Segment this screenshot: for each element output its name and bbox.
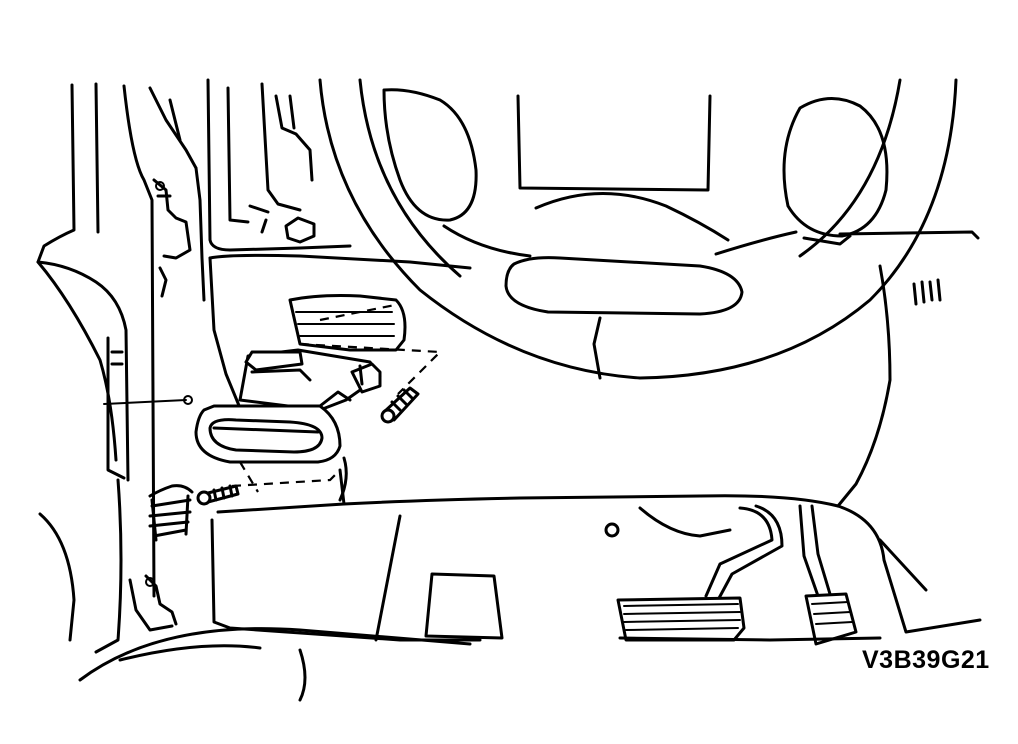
brake-pedal [616, 504, 784, 642]
seat-cushion [78, 627, 472, 702]
upper-hinge [152, 178, 192, 298]
screw-upper [380, 386, 420, 424]
accelerator-pedal [798, 504, 858, 646]
speaker-grille [912, 278, 942, 306]
vent-outlet-bezel [194, 390, 352, 464]
wiring-bellows [148, 484, 194, 542]
steering-wheel [318, 78, 958, 380]
dash-panel [836, 230, 980, 508]
figure-code-label: V3B39G21 [862, 646, 990, 674]
lower-hinge [144, 574, 178, 626]
floor-tunnel [618, 504, 982, 642]
steering-column-bracket [206, 78, 352, 252]
door-frame [36, 82, 206, 654]
air-vent-duct [238, 294, 407, 412]
screw-lower [196, 484, 240, 506]
assembly-guide-lines [231, 302, 443, 493]
